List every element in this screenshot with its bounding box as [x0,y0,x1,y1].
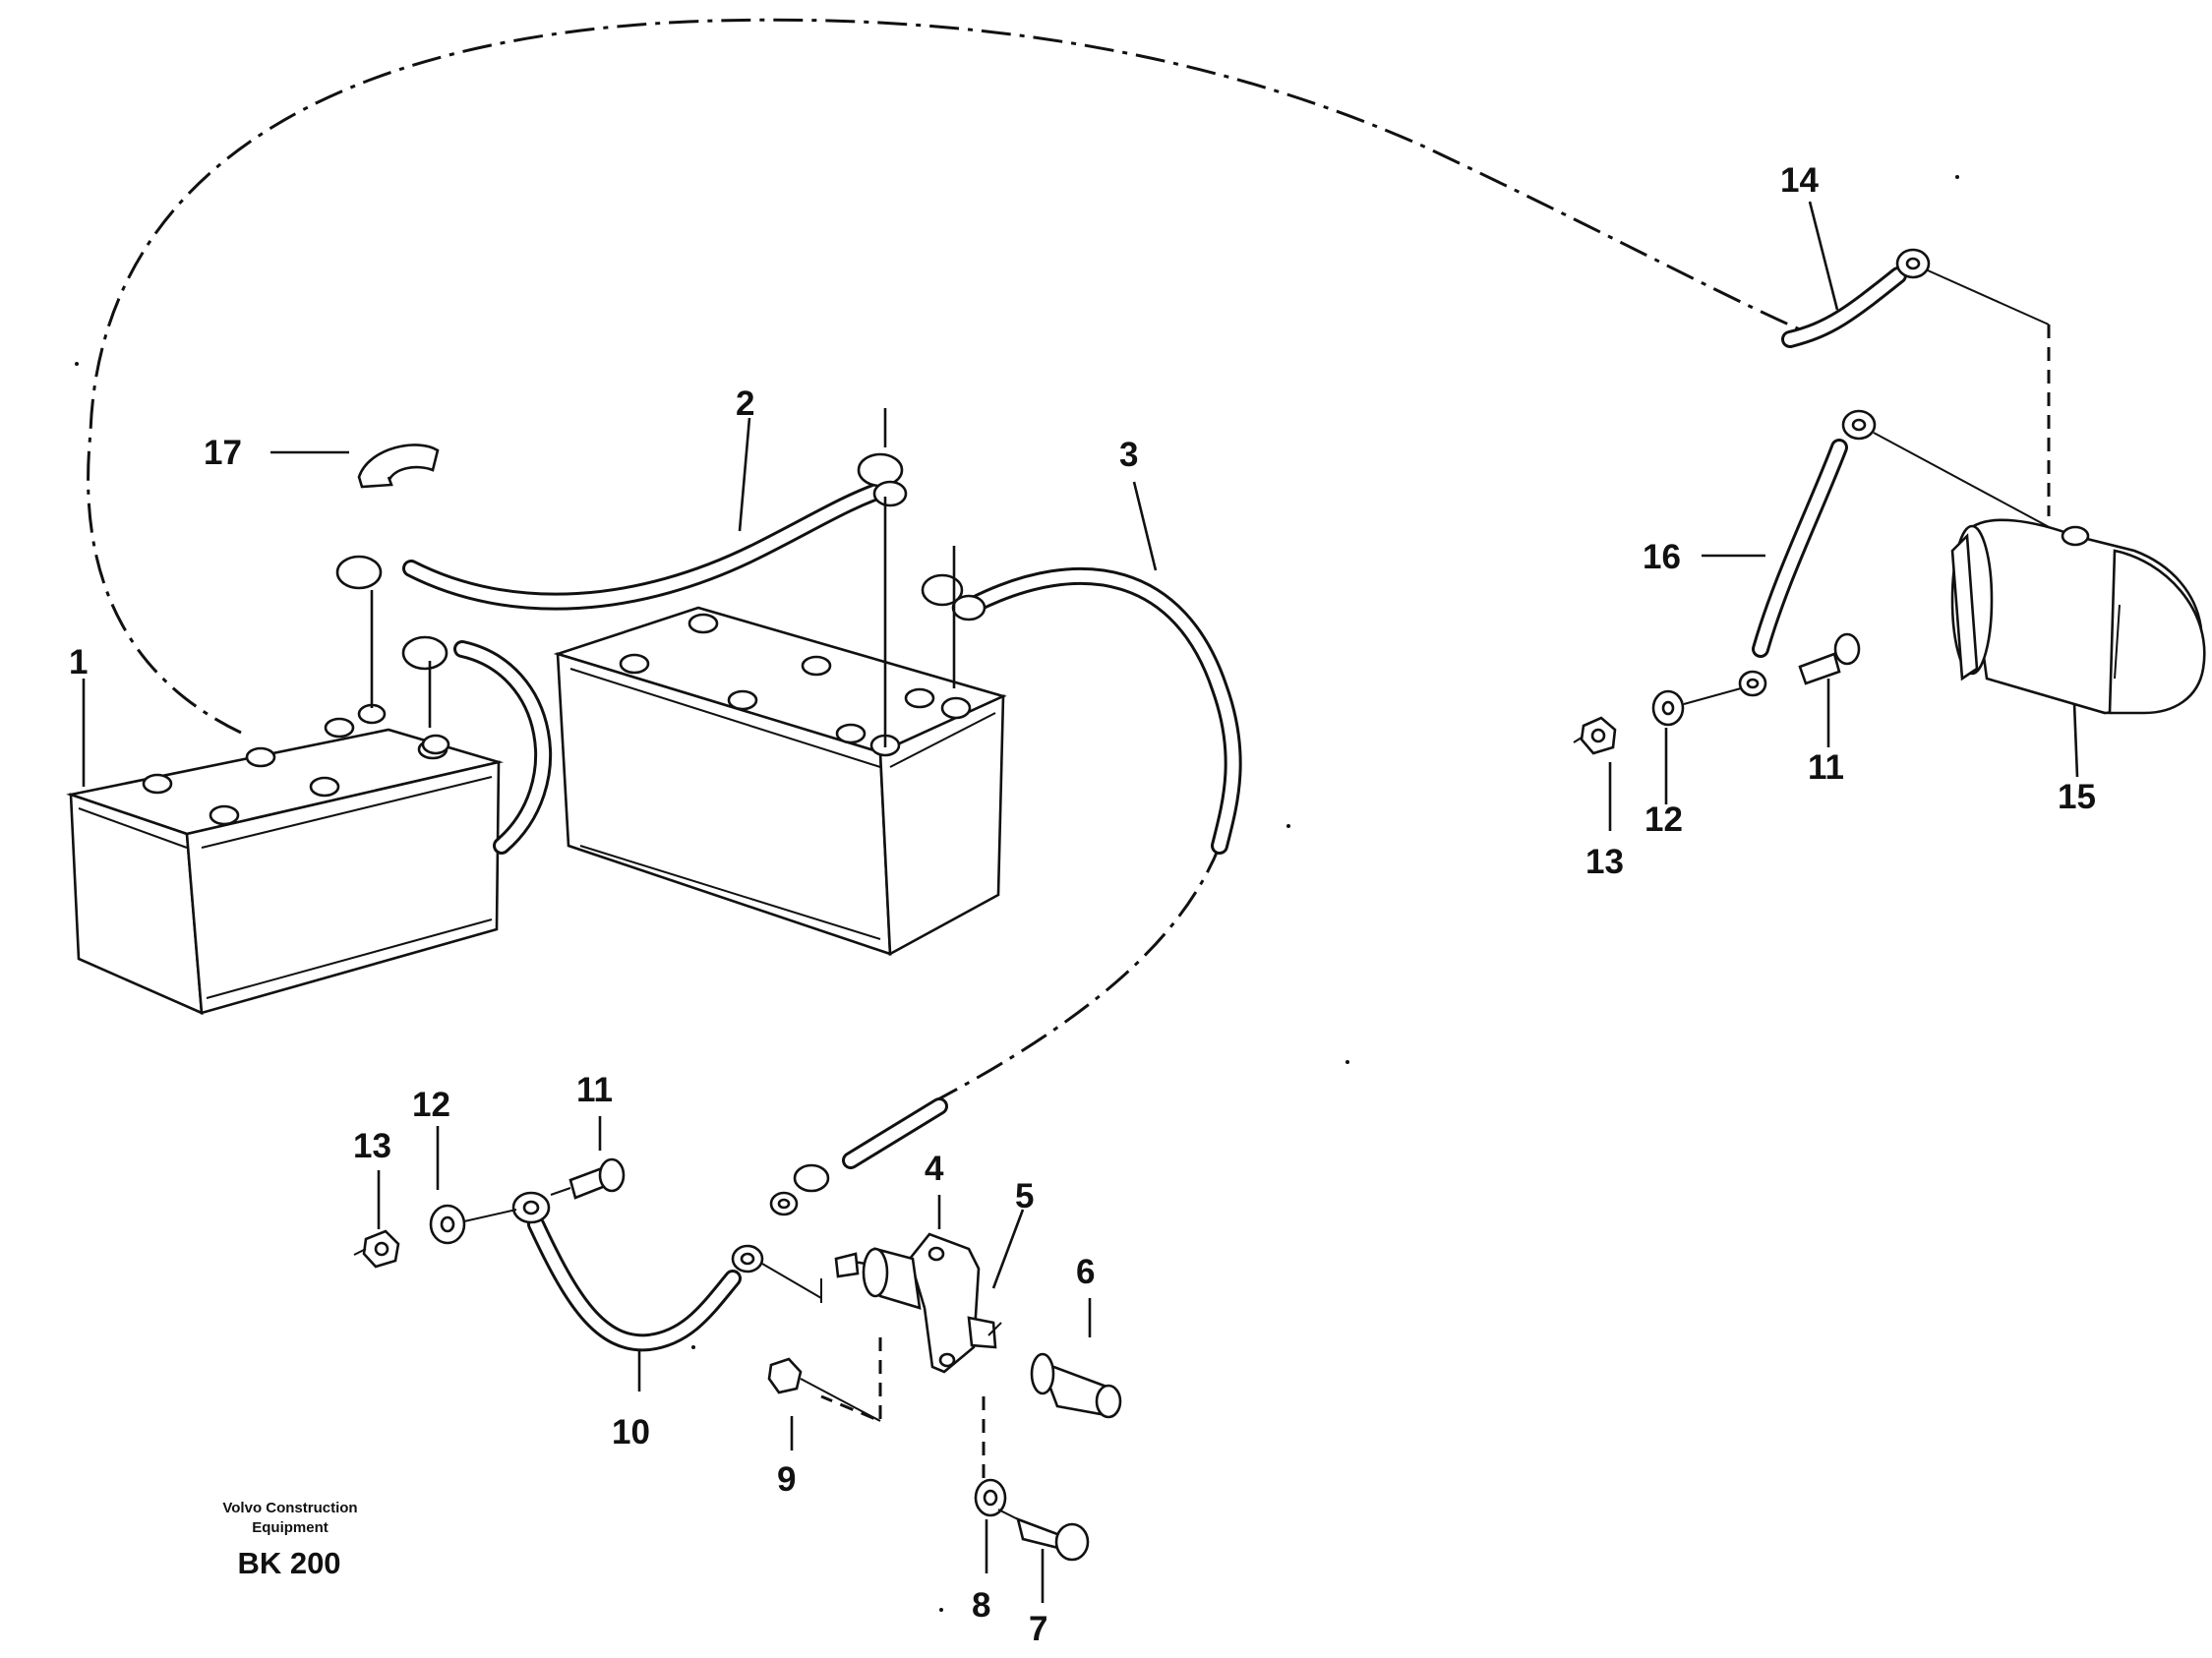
battery-left-terminals [357,703,450,755]
label-part-13-lower: 13 [353,1127,391,1165]
bolt-11-lower [550,1157,626,1200]
washer-8 [974,1478,1007,1517]
label-part-5: 5 [1015,1177,1034,1215]
label-part-11-upper: 11 [1808,748,1844,787]
drawing-code: BK 200 [237,1546,340,1580]
battery-left [66,717,505,1016]
label-part-14: 14 [1780,161,1819,200]
label-part-12-lower: 12 [412,1086,450,1124]
battery-right [553,606,1007,957]
label-part-15: 15 [2058,778,2096,816]
label-part-8: 8 [972,1586,990,1625]
label-part-16: 16 [1643,538,1681,576]
nut-13-upper [1573,716,1617,755]
sleeve-6 [1030,1352,1122,1419]
washer-12-upper [1651,687,1742,727]
label-part-7: 7 [1029,1610,1047,1648]
label-part-9: 9 [777,1460,796,1499]
label-part-6: 6 [1076,1253,1095,1291]
nut-9 [767,1357,881,1422]
leader-lines [82,201,2079,1603]
nut-13-lower [353,1229,400,1269]
switch-bolt-5 [834,1252,860,1278]
label-part-10: 10 [612,1413,650,1451]
cable-3 [921,567,1242,855]
terminal-cover-17 [357,444,440,489]
washer-12-lower [429,1204,517,1245]
label-part-12-upper: 12 [1644,800,1683,839]
starter-relay-4 [835,1232,1002,1374]
print-specks [75,175,1959,1612]
bolt-7 [997,1509,1090,1562]
credit-line-2: Equipment [252,1519,329,1536]
cable-14 [1781,248,2050,348]
credit-line-1: Volvo Construction [222,1500,357,1516]
cable-3-end [769,1097,948,1216]
publisher-credit: Volvo Construction Equipment BK 200 [222,1500,357,1580]
cable-16 [1738,409,2066,697]
label-part-11-lower: 11 [576,1071,613,1109]
bolt-11-upper [1798,632,1861,685]
cable-10 [511,1191,822,1352]
label-part-17: 17 [204,434,242,472]
battery-left-caps [142,717,448,826]
routing-path-main [87,18,1801,735]
cable-battery-link [401,635,553,855]
routing-path-cable-3 [845,845,1222,1157]
label-part-13-upper: 13 [1585,843,1624,881]
label-part-2: 2 [736,385,754,423]
label-part-3: 3 [1119,436,1138,474]
part-labels: 1 2 3 4 5 6 7 8 9 10 11 12 13 11 12 13 1… [69,161,2096,1648]
starter-motor-15 [1950,518,2206,715]
label-part-4: 4 [925,1150,944,1188]
routing-path-bolt-4 [820,1337,882,1424]
label-part-1: 1 [69,643,88,681]
cable-2 [335,452,908,611]
